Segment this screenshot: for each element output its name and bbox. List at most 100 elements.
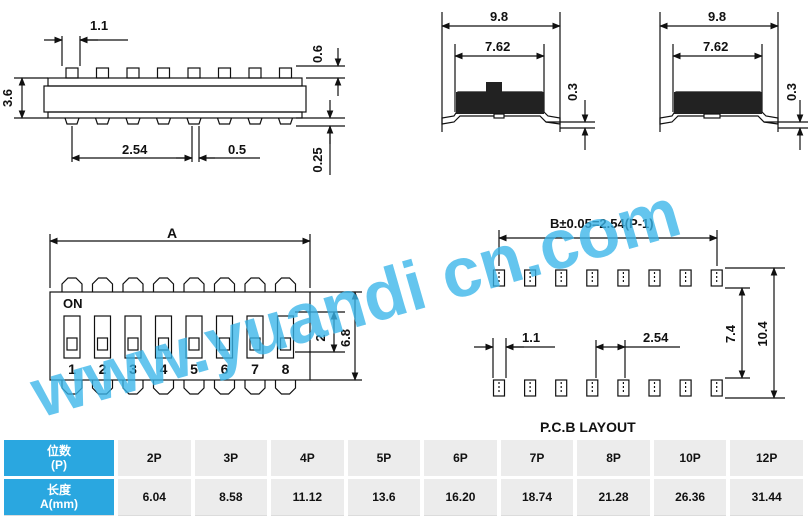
dim-actuator-travel: 2 [313,334,328,341]
actuator-slot [93,315,112,359]
end-view-2 [659,12,808,150]
pcb-pad [679,379,692,397]
top-tab [183,277,205,292]
actuator-knob [96,337,109,351]
side-tab [187,67,201,79]
switch-number: 8 [282,361,290,377]
pcb-layout-title: P.C.B LAYOUT [540,419,636,435]
pcb-pad [679,269,692,287]
end-view-1 [441,12,595,150]
switch-number: 6 [221,361,229,377]
pcb-pad [586,269,599,287]
length-header: 长度 A(mm) [4,477,118,516]
technical-drawing: 1.1 0.6 3.6 2.54 0.5 0.25 9.8 7.62 0.3 9… [0,9,808,435]
length-header-unit: A(mm) [40,497,78,511]
side-pin [125,117,141,125]
actuator-slot [185,315,203,359]
actuator-knob [157,337,170,351]
top-tab [152,277,175,292]
side-tab [278,67,293,79]
top-view [49,234,362,395]
watermark: www.yuandi cn.com [22,173,689,433]
switch-number: 7 [251,361,259,377]
size-table: 位数 (P) 2P 3P 4P 5P 6P 7P 8P 10P 12P 长度 A… [4,440,807,516]
pcb-pad [586,379,599,397]
actuator-slot [246,315,264,359]
dim-body-width: 6.8 [338,329,353,347]
pins-header: 位数 (P) [4,440,118,479]
pcb-pad [492,269,506,287]
switch-number: 2 [99,361,107,377]
length-row: 长度 A(mm) 6.04 8.58 11.12 13.6 16.20 18.7… [4,477,807,516]
side-tab [95,67,110,79]
on-label: ON [63,296,83,311]
pcb-pad [492,379,506,397]
actuator-knob [279,337,292,351]
side-pin [64,117,80,125]
pins-cell: 10P [651,440,731,479]
pins-cell: 6P [422,440,501,479]
length-cell: 21.28 [575,477,654,516]
pcb-pad [648,379,661,397]
dim-end1-row: 7.62 [485,39,510,54]
actuator-slot [154,315,173,359]
length-header-cn: 长度 [46,483,71,497]
actuator-knob [127,337,139,351]
pins-cell: 8P [575,440,654,479]
pcb-layout [474,230,785,399]
side-pin [216,117,233,125]
top-tab [274,277,297,292]
pcb-pad [555,379,568,397]
length-cell: 13.6 [345,477,425,516]
length-cell: 26.36 [651,477,731,516]
bottom-tab [152,380,175,395]
side-tab [126,67,140,79]
side-pin [94,117,111,125]
actuator-knob [249,337,261,351]
bottom-tab [91,380,114,395]
bottom-tab [122,380,144,395]
side-pin [155,117,172,125]
pcb-pad [617,379,630,397]
pins-cell: 3P [192,440,272,479]
switch-number: 4 [160,361,168,377]
dim-pin-thickness: 0.5 [228,142,246,157]
dim-pin-width: 1.1 [90,18,108,33]
pcb-pad [710,379,723,397]
dim-pad-row-spacing: 7.4 [723,324,738,343]
pins-cell: 12P [728,440,807,479]
switch-number: 3 [129,361,137,377]
pcb-pad [523,269,537,287]
length-cell: 8.58 [192,477,272,516]
actuator-slot [63,315,81,359]
length-cell: 16.20 [422,477,501,516]
pins-cell: 5P [345,440,425,479]
length-cell: 31.44 [728,477,807,516]
side-pin [277,117,294,125]
dim-end1-foot: 0.3 [565,83,580,101]
switch-number: 1 [68,361,76,377]
dim-end2-width: 9.8 [708,9,726,24]
pins-cell: 2P [116,440,195,479]
pins-cell: 4P [269,440,348,479]
dim-pad-pitch: 2.54 [643,330,669,345]
pcb-pad [710,269,723,287]
dim-end2-row: 7.62 [703,39,728,54]
actuator-slot [276,315,295,359]
actuator-knob [66,337,78,351]
switch-number: 5 [190,361,198,377]
bottom-tab [244,380,266,395]
actuator-knob [218,337,231,351]
pcb-pad [555,269,568,287]
top-tab [61,277,83,292]
dim-span-b: B±0.05=2.54(P-1) [550,216,654,231]
bottom-tab [183,380,205,395]
dim-end2-foot: 0.3 [784,83,799,101]
side-tab [156,67,171,79]
pins-header-cn: 位数 [46,444,71,458]
dim-end1-width: 9.8 [490,9,508,24]
bottom-tab [213,380,236,395]
length-cell: 11.12 [269,477,348,516]
pcb-pad [617,269,630,287]
side-pin [247,117,263,125]
